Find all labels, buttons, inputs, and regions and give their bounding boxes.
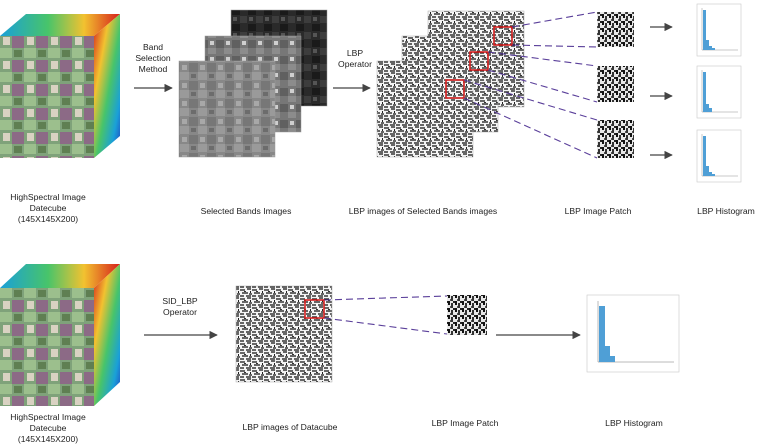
top-lbp-patches (597, 12, 634, 158)
bottom-lbp-image (236, 286, 332, 382)
lbp-histogram-caption-bottom: LBP Histogram (588, 418, 680, 429)
cube-side-face (94, 14, 120, 158)
caption-line: Datecube (0, 423, 96, 434)
caption-line: (145X145X200) (0, 434, 96, 445)
lbp-histogram-caption-top: LBP Histogram (683, 206, 769, 217)
lbp-patch-2 (597, 66, 634, 102)
lbp-patch-bottom (447, 295, 487, 335)
label-line: Selection (124, 53, 182, 64)
patch-to-histogram-arrows (650, 27, 672, 155)
band-image-1 (179, 61, 275, 157)
lbp-histogram-2 (697, 66, 741, 118)
dash-link (324, 296, 447, 300)
top-datacube (0, 14, 120, 158)
label-line: Band (124, 42, 182, 53)
label-line: Operator (145, 307, 215, 318)
caption-line: HighSpectral Image (0, 412, 96, 423)
lbp-datacube-caption: LBP images of Datacube (220, 422, 360, 433)
dash-link (512, 12, 597, 27)
top-cube-caption: HighSpectral Image Datecube (145X145X200… (0, 192, 96, 225)
lbp-operator-label: LBP Operator (330, 48, 380, 70)
lbp-histogram-3 (697, 130, 741, 182)
caption-line: HighSpectral Image (0, 192, 96, 203)
cube-front-face (0, 36, 94, 158)
bottom-cube-caption: HighSpectral Image Datecube (145X145X200… (0, 412, 96, 445)
bottom-dashed-links (324, 296, 447, 334)
cube-side-face (94, 264, 120, 406)
label-line: Operator (330, 59, 380, 70)
band-selection-label: Band Selection Method (124, 42, 182, 75)
lbp-images-stack (377, 11, 524, 157)
label-line: LBP (330, 48, 380, 59)
lbp-images-caption: LBP images of Selected Bands images (328, 206, 518, 217)
sid-lbp-operator-label: SID_LBP Operator (145, 296, 215, 318)
lbp-patch-3 (597, 120, 634, 158)
caption-line: Datecube (0, 203, 96, 214)
lbp-histogram-bottom (587, 295, 679, 372)
lbp-patch-caption-bottom: LBP Image Patch (410, 418, 520, 429)
dash-link (512, 45, 597, 47)
selected-bands-caption: Selected Bands Images (176, 206, 316, 217)
lbp-patch-caption-top: LBP Image Patch (548, 206, 648, 217)
bottom-datacube (0, 264, 120, 406)
caption-line: (145X145X200) (0, 214, 96, 225)
top-histograms (697, 4, 741, 182)
dash-link (324, 318, 447, 334)
label-line: SID_LBP (145, 296, 215, 307)
lbp-image-1 (377, 61, 473, 157)
cube-front-face (0, 288, 94, 406)
label-line: Method (124, 64, 182, 75)
lbp-histogram-1 (697, 4, 741, 56)
lbp-patch-1 (597, 12, 634, 47)
selected-bands-stack (179, 10, 327, 157)
